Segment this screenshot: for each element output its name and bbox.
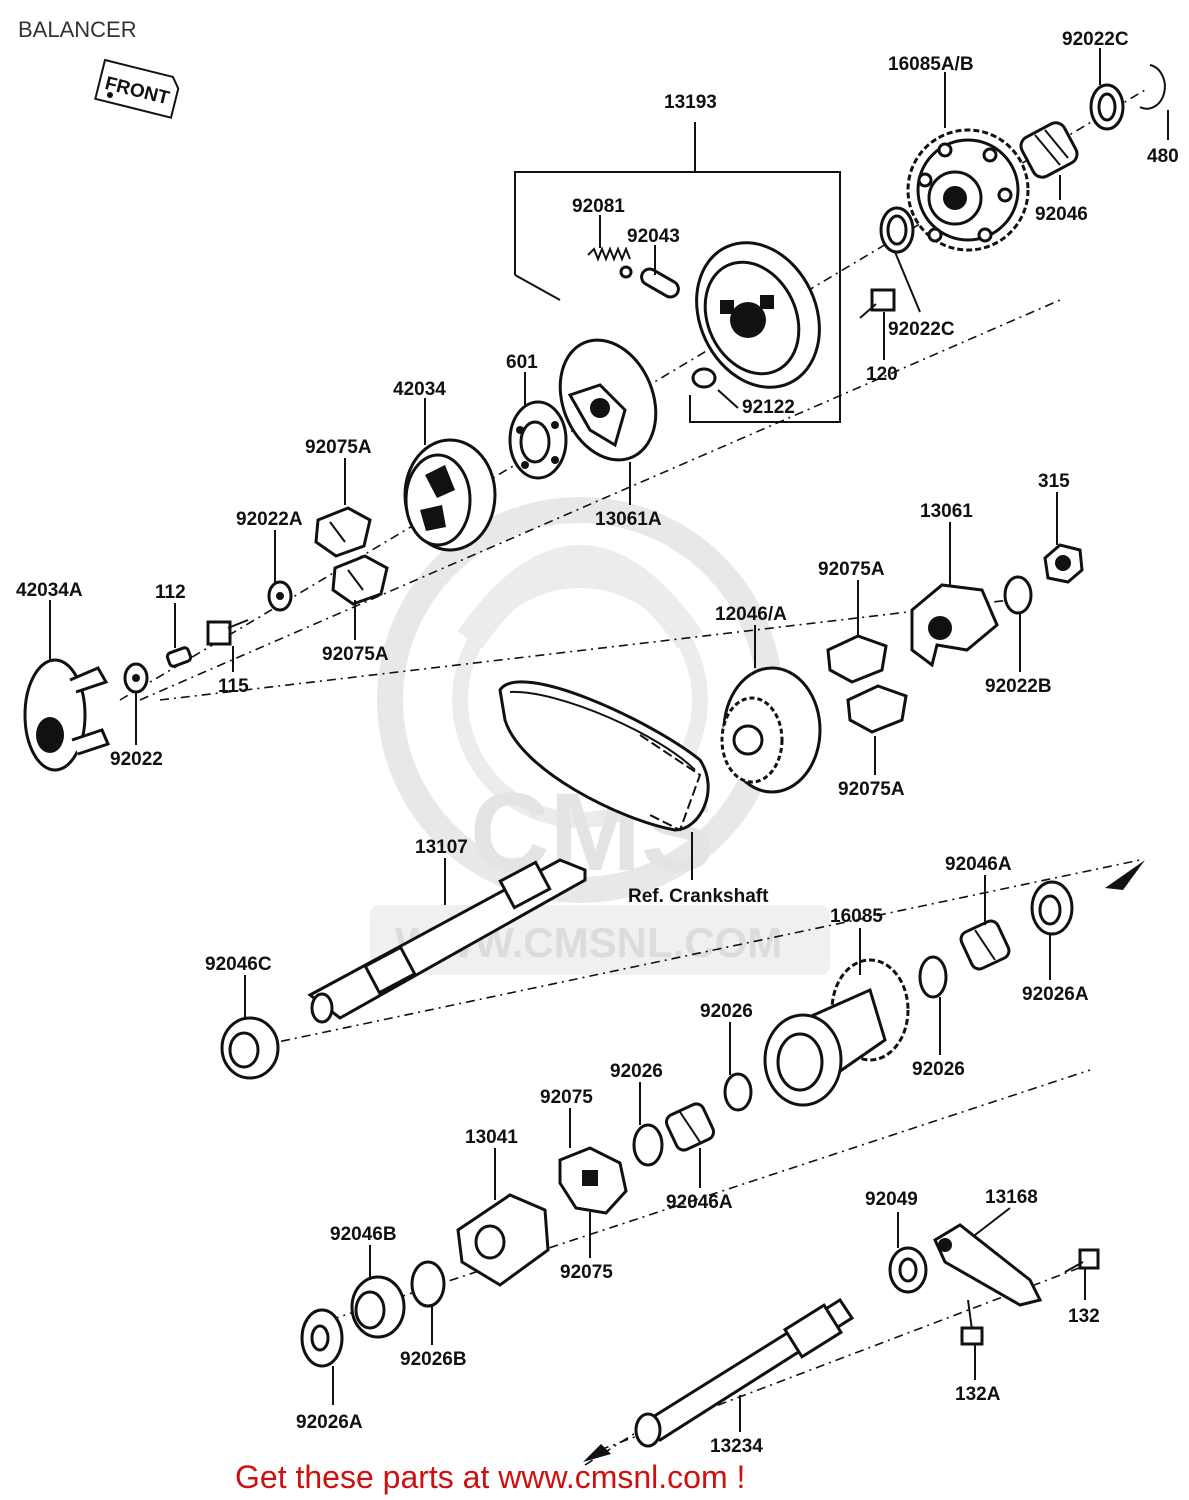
bearing-92046c [220, 1016, 280, 1080]
callout-92046a-2: 92046A [666, 1192, 733, 1213]
drive-chain [498, 680, 710, 832]
axis-arrow-right [1105, 860, 1145, 890]
callout-92022: 92022 [110, 749, 163, 770]
nut-315 [1043, 543, 1084, 584]
axis-arrow-left [583, 1444, 611, 1462]
callout-92026b: 92026B [400, 1349, 467, 1370]
washer-92026-mid [723, 1072, 753, 1112]
rubber-damper-92075a-upper [314, 506, 372, 558]
spring-92081 [587, 246, 631, 262]
callout-13061a: 13061A [595, 509, 662, 530]
bolt-132a [960, 1299, 984, 1346]
ball-bearing-601 [508, 400, 568, 480]
callout-120: 120 [866, 364, 898, 385]
callout-92022c-mid: 92022C [888, 319, 955, 340]
bolt-112 [165, 646, 193, 668]
washer-92022b [1003, 575, 1033, 615]
callout-92043: 92043 [627, 226, 680, 247]
callout-132: 132 [1068, 1306, 1100, 1327]
callout-42034: 42034 [393, 379, 446, 400]
callout-132a: 132A [955, 1384, 1001, 1405]
callout-92022b: 92022B [985, 676, 1052, 697]
clutch-housing-13193 [695, 241, 821, 389]
callout-42034a: 42034A [16, 580, 83, 601]
callout-92081: 92081 [572, 196, 625, 217]
leader-lines [49, 48, 1169, 1432]
bolt-132 [1064, 1248, 1100, 1273]
callout-16085: 16085 [830, 906, 883, 927]
callout-92046b: 92046B [330, 1224, 397, 1245]
washer-92026b [410, 1260, 446, 1308]
callout-92075a-4: 92075A [838, 779, 905, 800]
hub-13061a [558, 338, 658, 462]
callout-13041: 13041 [465, 1127, 518, 1148]
balancer-weight-13041 [456, 1193, 550, 1287]
hub-13061 [910, 583, 999, 668]
damper-plate-42034a [23, 658, 111, 772]
callout-92022a: 92022A [236, 509, 303, 530]
callout-13193: 13193 [664, 92, 717, 113]
callout-92022c-top: 92022C [1062, 29, 1129, 50]
assembly-bracket-13193 [514, 122, 841, 423]
callout-12046a: 12046/A [715, 604, 787, 625]
callout-92026a-1: 92026A [1022, 984, 1089, 1005]
callout-92075a-3: 92075A [818, 559, 885, 580]
callout-13168: 13168 [985, 1187, 1038, 1208]
gear-16085 [763, 958, 910, 1107]
page-title: BALANCER [18, 17, 137, 42]
callout-92122: 92122 [742, 397, 795, 418]
needle-bearing-92046a-right [959, 919, 1011, 971]
callout-92026-2: 92026 [912, 1059, 965, 1080]
washer-92026-right [918, 955, 948, 999]
callout-601: 601 [506, 352, 538, 373]
bearing-92046b [350, 1275, 406, 1339]
footer-shop-link[interactable]: Get these parts at www.cmsnl.com ! [235, 1459, 745, 1495]
callout-92075a-2: 92075A [322, 644, 389, 665]
callout-92046c: 92046C [205, 954, 272, 975]
callout-115: 115 [218, 676, 249, 697]
bolt-115 [206, 619, 249, 646]
circlip-480 [1139, 64, 1166, 110]
rubber-damper-92075a-right-lower [846, 684, 908, 734]
sprocket-12046a [720, 666, 822, 794]
callout-92075-1: 92075 [540, 1087, 593, 1108]
sprocket-16085ab [906, 128, 1030, 252]
callout-92075a-1: 92075A [305, 437, 372, 458]
cms-watermark: CMS WWW.CMSNL.COM [370, 497, 830, 975]
callout-13061: 13061 [920, 501, 973, 522]
rubber-damper-92075a-right-upper [826, 634, 888, 684]
washer-92026-left [632, 1123, 664, 1167]
front-direction-tag: FRONT [94, 58, 180, 119]
callout-92046-top: 92046 [1035, 204, 1088, 225]
callout-92026-1: 92026 [700, 1001, 753, 1022]
shaft-13234 [634, 1297, 855, 1448]
needle-bearing-92046a-mid [664, 1102, 716, 1152]
callout-16085ab: 16085A/B [888, 54, 974, 75]
bolt-120 [859, 288, 896, 319]
roller-92122 [691, 367, 717, 389]
callout-92075-2: 92075 [560, 1262, 613, 1283]
part-callouts: 13193 92081 92043 16085A/B 92022C 480 92… [16, 29, 1179, 1457]
callout-13234: 13234 [710, 1436, 763, 1457]
callout-92046a-1: 92046A [945, 854, 1012, 875]
callout-13107: 13107 [415, 837, 468, 858]
rubber-damper-92075a-lower [331, 554, 389, 606]
callout-92026-3: 92026 [610, 1061, 663, 1082]
shaft-13107 [307, 858, 587, 1024]
callout-92026a-2: 92026A [296, 1412, 363, 1433]
callout-ref-crankshaft: Ref. Crankshaft [628, 886, 769, 907]
needle-bearing-92046-top [1019, 121, 1079, 179]
callout-315: 315 [1038, 471, 1070, 492]
callout-92049: 92049 [865, 1189, 918, 1210]
damper-housing-42034 [403, 438, 497, 552]
rubber-damper-92075 [558, 1146, 628, 1215]
pin-92043 [640, 267, 680, 299]
callout-480: 480 [1147, 146, 1179, 167]
lever-arm-13168 [933, 1223, 1043, 1307]
callout-112: 112 [155, 582, 186, 603]
